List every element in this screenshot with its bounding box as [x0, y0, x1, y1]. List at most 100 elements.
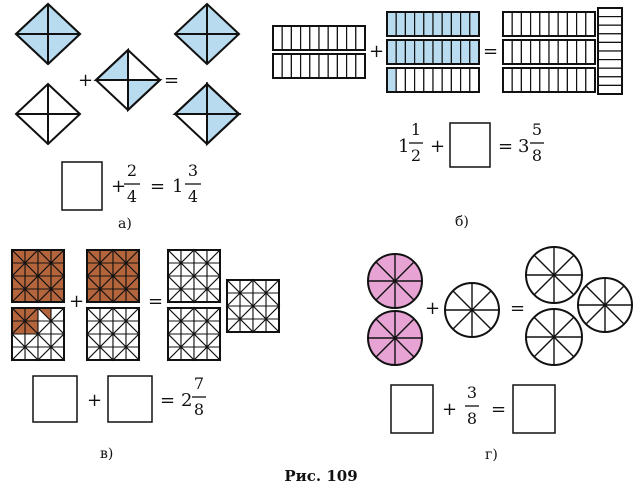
bar-cell	[529, 39, 541, 65]
bar-cell	[575, 39, 587, 65]
bar-cell	[432, 11, 443, 37]
bar-cell	[469, 39, 480, 65]
bar-cell	[346, 53, 357, 79]
answer-box[interactable]	[449, 122, 491, 168]
triangle-piece	[112, 306, 128, 322]
bar-cell	[585, 67, 596, 93]
fraction-circle	[525, 246, 583, 304]
bar-cell	[511, 67, 523, 93]
sector-line	[452, 309, 473, 330]
sector-line	[375, 337, 396, 358]
plus-sign: +	[425, 298, 440, 319]
bar-cell	[309, 25, 320, 51]
bar-cell	[529, 67, 541, 93]
bar-cell	[355, 25, 366, 51]
bar-cell	[557, 11, 569, 37]
bar-cell	[432, 67, 443, 93]
circles-group	[367, 246, 633, 366]
bar-cell	[432, 39, 443, 65]
triangle-piece	[37, 248, 53, 264]
mixed-whole: 3	[518, 136, 529, 157]
diamond-a2	[14, 82, 82, 146]
bar-cell	[520, 11, 532, 37]
sector-line	[553, 316, 575, 338]
sector-line	[553, 254, 575, 276]
bar-cell	[281, 25, 293, 51]
bar-cell	[441, 11, 453, 37]
panel-label: б)	[455, 214, 469, 230]
fraction-numerator: 3	[467, 383, 477, 402]
plus-sign: +	[87, 390, 102, 411]
bar-cell	[414, 67, 425, 93]
sector-line	[452, 290, 473, 311]
segment-bar	[502, 67, 596, 93]
triangle-piece	[193, 306, 209, 322]
bar-cell	[557, 39, 569, 65]
bar-cell	[395, 11, 407, 37]
bar-cell	[597, 84, 623, 95]
bar-cell	[597, 33, 623, 43]
fraction-circle	[367, 253, 423, 309]
bars-middle	[386, 11, 480, 93]
equals-sign: =	[160, 390, 175, 411]
bar-outline	[386, 11, 480, 37]
bar-cell	[346, 25, 357, 51]
bar-cell	[529, 11, 541, 37]
bar-cell	[336, 25, 348, 51]
triangle-piece	[112, 332, 128, 348]
bar-cell	[520, 67, 532, 93]
equals-sign: =	[164, 70, 179, 91]
bar-cell	[597, 24, 623, 35]
fraction-numerator: 3	[188, 161, 198, 180]
segment-bar	[386, 11, 480, 37]
sector-line	[553, 336, 575, 358]
fraction-circle	[444, 282, 500, 338]
sector-line	[533, 336, 555, 358]
fraction-numerator: 5	[532, 120, 542, 139]
answer-box[interactable]	[512, 384, 556, 434]
bar-cell	[548, 67, 559, 93]
mixed-whole: 2	[181, 390, 192, 411]
bar-cell	[290, 53, 302, 79]
bar-cell	[404, 11, 416, 37]
bar-cell	[423, 67, 434, 93]
diamond-a1	[14, 2, 82, 66]
bar-outline	[597, 7, 623, 95]
equals-sign: =	[498, 136, 513, 157]
bar-cell	[355, 53, 366, 79]
bar-cell	[539, 39, 550, 65]
grid-square	[166, 248, 222, 304]
equals-sign: =	[150, 176, 165, 197]
triangle-piece	[193, 332, 209, 348]
fraction-circle	[577, 277, 633, 333]
sector-line	[604, 304, 625, 325]
answer-box[interactable]	[32, 375, 78, 423]
square-outline	[226, 279, 280, 333]
bar-cell	[469, 67, 480, 93]
diamond-a5	[172, 81, 242, 147]
panel-label: в)	[100, 446, 113, 462]
square-outline	[86, 307, 140, 361]
square-outline	[86, 249, 140, 303]
bar-cell	[309, 53, 320, 79]
sector-line	[585, 304, 606, 325]
bar-cell	[300, 53, 311, 79]
segment-bar	[386, 39, 480, 65]
bar-cell	[502, 11, 513, 37]
diamond-a4	[173, 2, 241, 66]
segment-bar	[502, 11, 596, 37]
panel-label: а)	[118, 216, 132, 232]
square-outline	[11, 307, 65, 361]
fraction-denominator: 2	[411, 146, 421, 165]
mixed-whole: 1	[398, 136, 409, 157]
triangle-piece	[193, 274, 209, 290]
bar-cell	[386, 67, 397, 93]
bar-cell	[441, 39, 453, 65]
bar-cell	[404, 67, 416, 93]
bar-cell	[386, 39, 397, 65]
panel-label: г)	[485, 447, 498, 463]
triangle-piece	[112, 274, 128, 290]
answer-box[interactable]	[390, 384, 434, 434]
answer-box[interactable]	[107, 375, 153, 423]
answer-box[interactable]	[61, 161, 103, 211]
